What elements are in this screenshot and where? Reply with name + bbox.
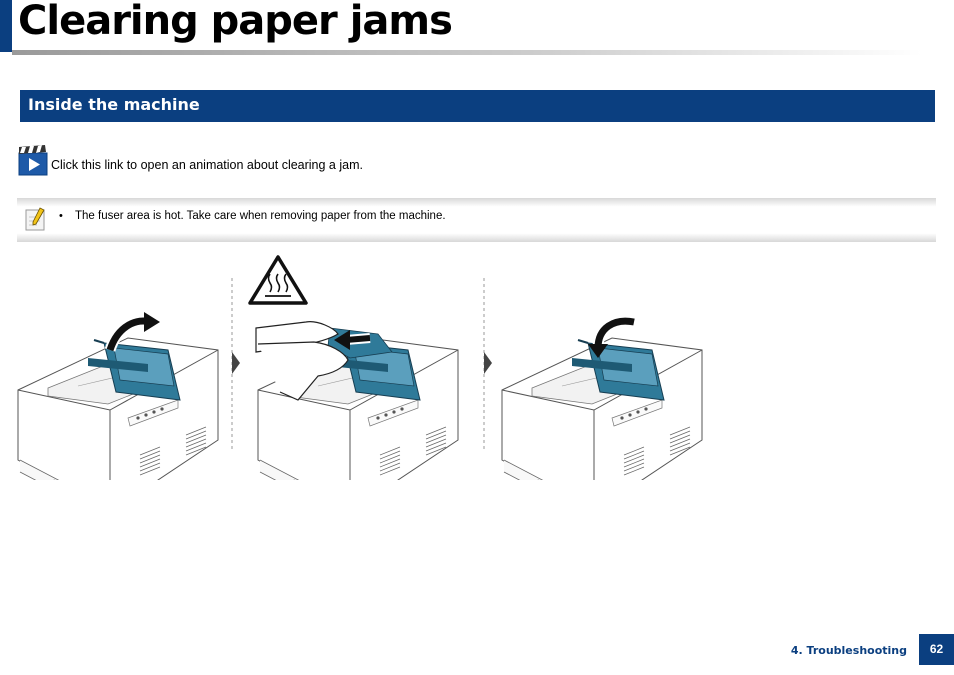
note-box: • The fuser area is hot. Take care when … <box>17 198 936 242</box>
step-close-cover <box>501 315 703 480</box>
clapperboard-play-icon[interactable] <box>18 145 48 177</box>
note-pencil-icon <box>25 207 47 231</box>
jam-clearing-illustration <box>17 255 703 480</box>
footer-chapter: 4. Troubleshooting <box>790 644 907 657</box>
header-accent-bar <box>0 0 12 52</box>
section-title: Inside the machine <box>28 95 200 114</box>
title-divider <box>12 50 922 55</box>
step-remove-paper <box>255 321 459 480</box>
note-text: The fuser area is hot. Take care when re… <box>75 210 446 222</box>
page-number: 62 <box>919 634 954 665</box>
section-header: Inside the machine <box>20 90 935 122</box>
note-bullet: • <box>59 210 63 222</box>
page-title: Clearing paper jams <box>18 0 453 44</box>
step-open-cover <box>17 312 219 480</box>
hot-surface-warning-icon <box>248 255 308 305</box>
animation-link[interactable]: Click this link to open an animation abo… <box>51 158 363 172</box>
